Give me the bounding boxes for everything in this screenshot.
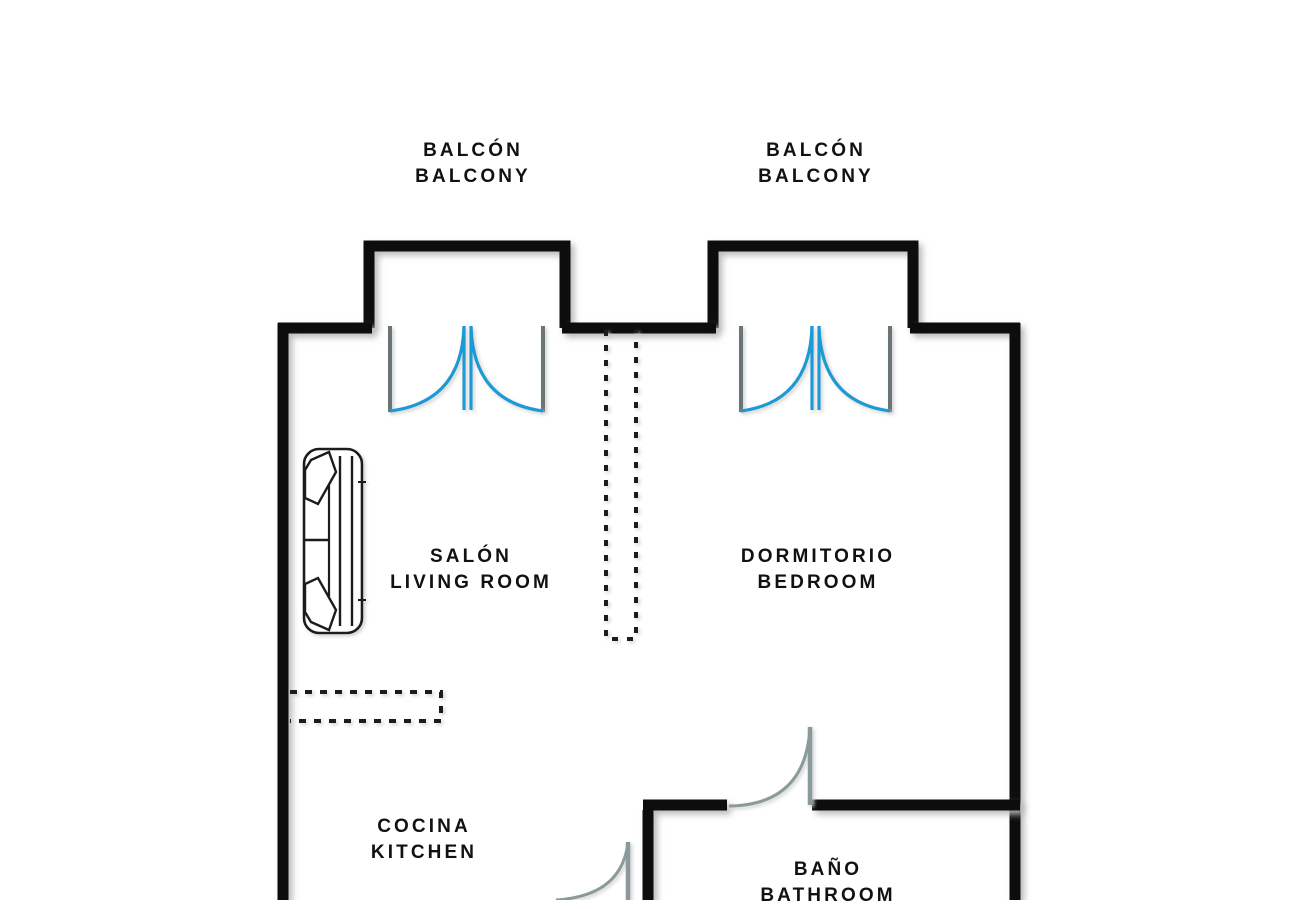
label-bathroom-en: BATHROOM bbox=[760, 885, 896, 906]
balcony-left-walls bbox=[363, 240, 571, 328]
label-bedroom-en: BEDROOM bbox=[757, 572, 879, 593]
label-balcony-left-en: BALCONY bbox=[415, 166, 531, 187]
label-balcony-right: BALCÓN BALCONY bbox=[686, 138, 946, 190]
balcony-left-door-swings bbox=[389, 325, 544, 413]
label-balcony-right-es: BALCÓN bbox=[766, 140, 866, 161]
balcony-right-door-jambs bbox=[739, 326, 892, 412]
label-balcony-left-es: BALCÓN bbox=[423, 140, 523, 161]
label-living-room-en: LIVING ROOM bbox=[390, 572, 552, 593]
dashed-partition-counter bbox=[290, 690, 443, 723]
label-balcony-left: BALCÓN BALCONY bbox=[343, 138, 603, 190]
label-kitchen-en: KITCHEN bbox=[370, 842, 478, 863]
label-bathroom: BAÑO BATHROOM bbox=[708, 857, 948, 909]
label-kitchen: COCINA KITCHEN bbox=[304, 814, 544, 866]
bathroom-door-swing bbox=[728, 726, 813, 808]
balcony-right-walls bbox=[707, 240, 919, 328]
label-bathroom-es: BAÑO bbox=[793, 859, 863, 880]
label-bedroom-es: DORMITORIO bbox=[740, 546, 896, 567]
label-living-room-es: SALÓN bbox=[430, 546, 512, 567]
label-bedroom: DORMITORIO BEDROOM bbox=[678, 544, 958, 596]
balcony-right-door-swings bbox=[740, 325, 891, 413]
label-living-room: SALÓN LIVING ROOM bbox=[331, 544, 611, 596]
label-balcony-right-en: BALCONY bbox=[758, 166, 874, 187]
label-kitchen-es: COCINA bbox=[377, 816, 471, 837]
sofa-furniture bbox=[302, 447, 366, 635]
kitchen-door-swing bbox=[555, 841, 631, 900]
dashed-partition-divider bbox=[604, 330, 638, 641]
bathroom-walls bbox=[642, 799, 1020, 900]
balcony-left-door-jambs bbox=[388, 326, 545, 412]
